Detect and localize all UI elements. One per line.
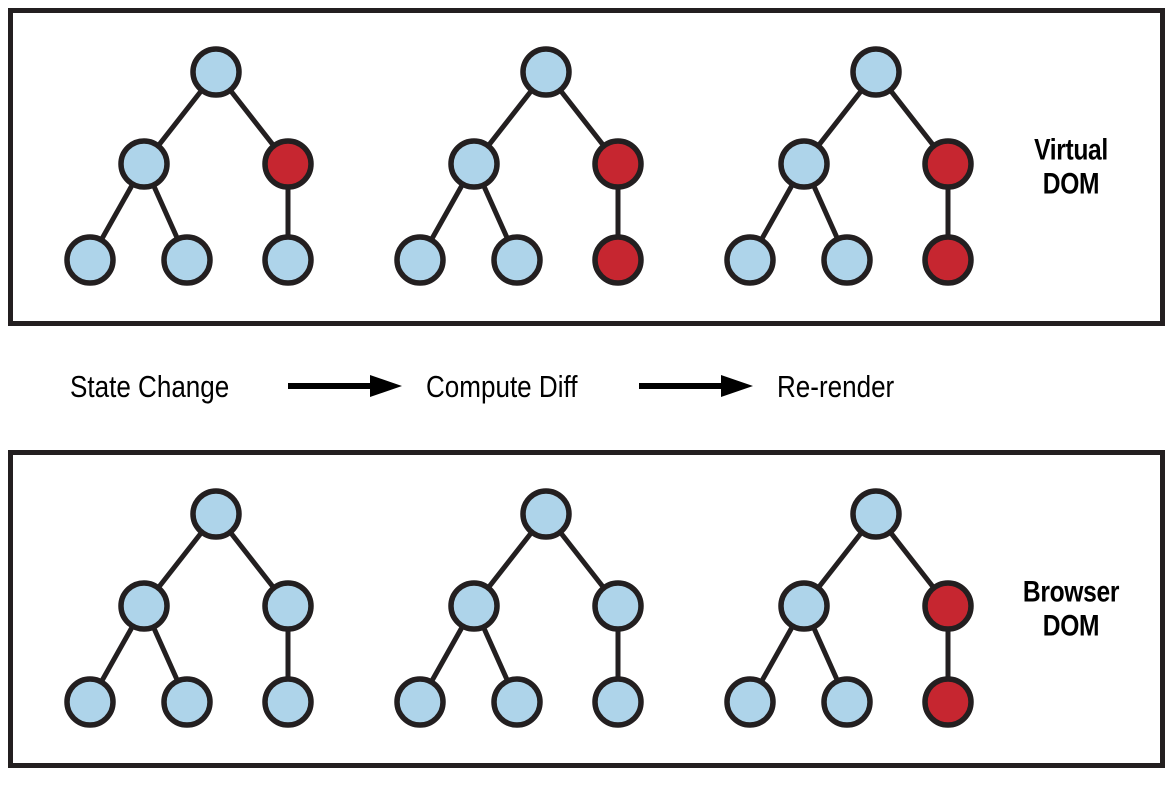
virtual-dom-tree-after-slot: [691, 32, 1011, 302]
browser-dom-panel-label: Browser DOM: [996, 575, 1146, 642]
browser-dom-tree-after-slot: [691, 474, 1011, 744]
browser-dom-tree-before: [64, 488, 314, 728]
tree-node-blue: [190, 46, 242, 98]
tree-node-blue: [778, 138, 830, 190]
tree-nodes: [394, 46, 644, 286]
tree-node-blue: [448, 580, 500, 632]
flow-step-compute-diff: Compute Diff: [426, 368, 578, 404]
tree-node-blue: [850, 46, 902, 98]
tree-node-red: [922, 138, 974, 190]
tree-node-blue: [778, 580, 830, 632]
flow-step-state-change: State Change: [70, 368, 230, 404]
tree-nodes: [64, 488, 314, 728]
tree-nodes: [724, 46, 974, 286]
tree-node-blue: [724, 676, 776, 728]
tree-node-red: [922, 580, 974, 632]
virtual-dom-tree-diff-slot: [361, 32, 681, 302]
virtual-dom-panel: Virtual DOM: [8, 8, 1165, 326]
tree-nodes: [394, 488, 644, 728]
tree-node-blue: [394, 676, 446, 728]
flow-step-re-render: Re-render: [777, 368, 895, 404]
tree-node-blue: [161, 676, 213, 728]
tree-node-blue: [64, 234, 116, 286]
browser-dom-tree-before-slot: [31, 474, 351, 744]
tree-node-blue: [394, 234, 446, 286]
tree-node-red: [592, 234, 644, 286]
tree-nodes: [724, 488, 974, 728]
tree-nodes: [64, 46, 314, 286]
browser-dom-tree-after: [724, 488, 974, 728]
virtual-dom-panel-label: Virtual DOM: [996, 133, 1146, 200]
browser-dom-tree-row: [13, 455, 1023, 763]
tree-node-blue: [724, 234, 776, 286]
virtual-dom-tree-before-slot: [31, 32, 351, 302]
tree-node-blue: [491, 234, 543, 286]
virtual-dom-tree-row: [13, 13, 1023, 321]
tree-node-blue: [821, 234, 873, 286]
virtual-dom-tree-after: [724, 46, 974, 286]
browser-dom-label-line-2: DOM: [1042, 609, 1100, 642]
tree-node-blue: [491, 676, 543, 728]
tree-node-red: [592, 138, 644, 190]
tree-node-blue: [592, 676, 644, 728]
virtual-dom-label-line-1: Virtual: [1034, 133, 1108, 167]
tree-node-blue: [262, 580, 314, 632]
browser-dom-tree-during: [394, 488, 644, 728]
virtual-dom-tree-diff: [394, 46, 644, 286]
process-flow-row: State Change Compute Diff Re-render: [8, 355, 1165, 417]
tree-node-blue: [520, 488, 572, 540]
tree-node-blue: [262, 234, 314, 286]
virtual-dom-tree-before: [64, 46, 314, 286]
tree-node-blue: [118, 138, 170, 190]
tree-node-blue: [520, 46, 572, 98]
virtual-dom-label-line-2: DOM: [1042, 167, 1100, 200]
tree-node-blue: [850, 488, 902, 540]
tree-node-blue: [118, 580, 170, 632]
tree-node-red: [922, 676, 974, 728]
tree-node-blue: [190, 488, 242, 540]
arrow-right-icon: [288, 375, 402, 397]
tree-node-blue: [592, 580, 644, 632]
tree-node-blue: [161, 234, 213, 286]
browser-dom-label-line-1: Browser: [1022, 575, 1120, 609]
tree-node-blue: [64, 676, 116, 728]
tree-node-red: [262, 138, 314, 190]
arrow-right-icon: [639, 375, 753, 397]
tree-node-blue: [262, 676, 314, 728]
tree-node-red: [922, 234, 974, 286]
browser-dom-tree-during-slot: [361, 474, 681, 744]
tree-node-blue: [821, 676, 873, 728]
tree-node-blue: [448, 138, 500, 190]
browser-dom-panel: Browser DOM: [8, 450, 1165, 768]
